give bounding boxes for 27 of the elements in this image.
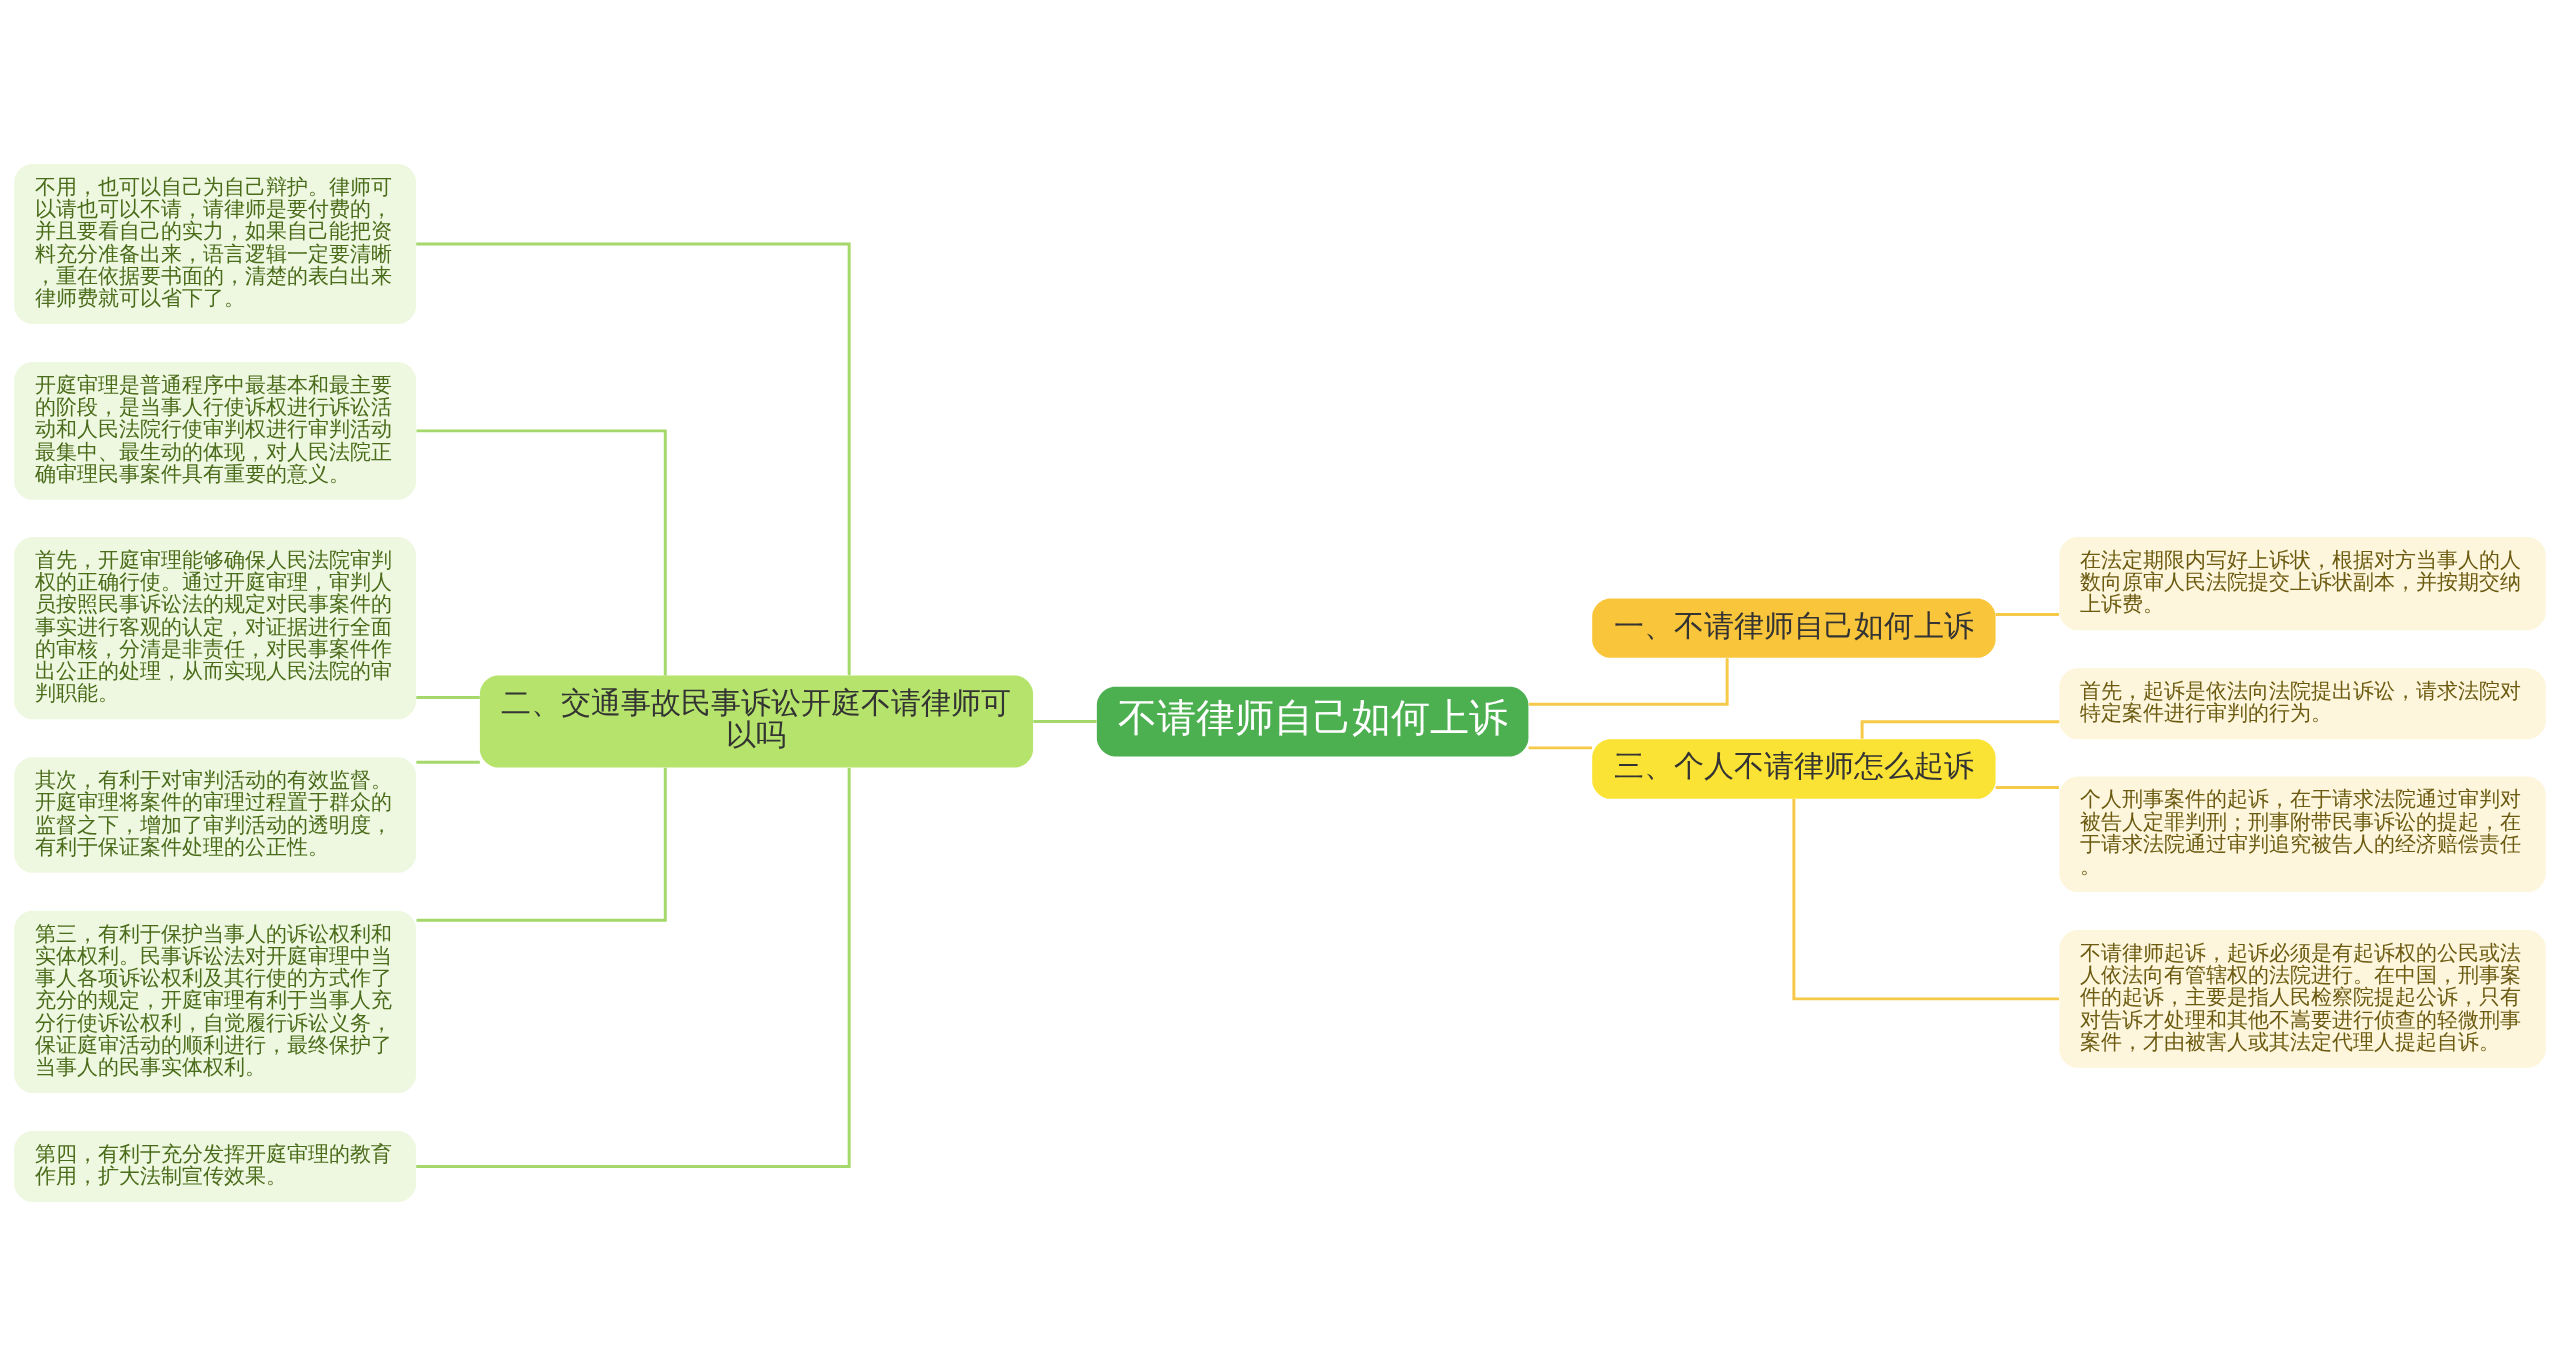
connector: [416, 242, 851, 676]
connector: [416, 767, 851, 1168]
connector: [1033, 720, 1097, 724]
connector: [416, 760, 480, 764]
node-box: 第四，有利于充分发挥开庭审理的教育作用，扩大法制宣传效果。: [14, 1130, 417, 1203]
node-box: 第三，有利于保护当事人的诉讼权利和实体权利。民事诉讼法对开庭审理中当事人各项诉讼权利及其行使的方式作了充分的规定，开庭审理有利于当事人充分行使诉讼权利，自觉履行诉讼义务，保证庭审活动的顺利进行，最终保护了当事人的民事实体权利。: [14, 910, 417, 1094]
connector: [416, 429, 667, 676]
node-box: 开庭审理是普通程序中最基本和最主要的阶段，是当事人行使诉权进行诉讼活动和人民法院行使审判权进行审判活动最集中、最生动的体现，对人民法院正确审理民事案件具有重要的意义。: [14, 361, 417, 500]
node-box: 不请律师起诉，起诉必须是有起诉权的公民或法人依法向有管辖权的法院进行。在中国，刑事案件的起诉，主要是指人民检察院提起公诉，只有对告诉才处理和其他不嵩要进行侦查的轻微刑事案件，才由被害人或其法定代理人提起自诉。: [2059, 929, 2546, 1068]
node-box: 不用，也可以自己为自己辩护。律师可以请也可以不请，请律师是要付费的，并且要看自己的实力，如果自己能把资料充分准备出来，语言逻辑一定要清晰，重在依据要书面的，清楚的表白出来律师费就可以省下了。: [14, 163, 417, 325]
connector: [1528, 746, 1593, 750]
connector: [1529, 658, 1729, 706]
node-box: 二、交通事故民事诉讼开庭不请律师可以吗: [479, 675, 1034, 768]
node-box: 个人刑事案件的起诉，在于请求法院通过审判对被告人定罪判刑；刑事附带民事诉讼的提起，在于请求法院通过审判追究被告人的经济赔偿责任。: [2059, 776, 2546, 893]
node-box: 首先，起诉是依法向法院提出诉讼，请求法院对特定案件进行审判的行为。: [2059, 668, 2546, 740]
connector: [1995, 612, 2059, 616]
connector: [1995, 786, 2059, 790]
connector: [416, 767, 667, 922]
connector: [1860, 720, 2060, 739]
node-box: 三、个人不请律师怎么起诉: [1592, 739, 1996, 799]
node-box: 在法定期限内写好上诉状，根据对方当事人的人数向原审人民法院提交上诉状副本，并按期交纳上诉费。: [2059, 536, 2546, 631]
node-box: 一、不请律师自己如何上诉: [1592, 598, 1996, 658]
connector: [416, 695, 480, 699]
node-box: 首先，开庭审理能够确保人民法院审判权的正确行使。通过开庭审理，审判人员按照民事诉讼法的规定对民事案件的事实进行客观的认定，对证据进行全面的审核，分清是非责任，对民事案件作出公正的处理，从而实现人民法院的审判职能。: [14, 536, 417, 720]
connector: [1792, 799, 2059, 1001]
node-box: 其次，有利于对审判活动的有效监督。开庭审理将案件的审理过程置于群众的监督之下，增加了审判活动的透明度，有利于保证案件处理的公正性。: [14, 757, 417, 873]
node-box: 不请律师自己如何上诉: [1096, 686, 1529, 757]
